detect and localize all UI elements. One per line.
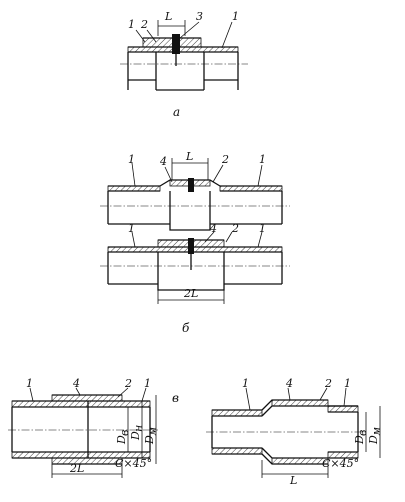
callout-v-2: 2 [124,377,132,390]
figure-b-upper: 1 4 L 2 1 [100,150,290,231]
dim-vr-sub-v: в [356,430,369,436]
callout-b-1b: 1 [259,153,266,166]
callout-a-1b: 1 [232,10,239,23]
dim-v-sub-n: н [132,425,145,432]
figure-a: 1 2 L 3 1 а [120,10,248,119]
callout-bl-1: 1 [128,222,135,235]
callout-b-1: 1 [128,153,135,166]
caption-a: а [173,105,180,119]
callout-v-4: 4 [72,377,80,390]
caption-v: в [172,391,179,405]
dim-v-D: D [115,435,128,445]
figure-v-left: 1 4 2 1 D в D н D м 2L C×45° в [8,377,179,478]
dim-vr-Dm: D [367,435,380,445]
dim-v-chamfer: C×45° [115,457,152,470]
callout-b-2: 2 [221,153,229,166]
callout-vr-1b: 1 [344,377,351,390]
callout-bl-1b: 1 [259,222,266,235]
dim-vr-chamfer: C×45° [322,457,359,470]
callout-a-3: 3 [196,10,203,23]
dim-vr-L: L [289,474,297,487]
figure-v-right: 1 4 2 1 D в D м L C×45° [206,377,383,487]
dim-b-L: L [185,150,193,163]
dim-v-Dn: D [129,431,142,441]
callout-a-1: 1 [128,18,135,31]
caption-b: б [182,321,190,335]
dim-a-L: L [164,10,172,23]
figure-b-lower: 1 4 2 1 2L б [100,222,290,335]
callout-v-1b: 1 [144,377,151,390]
dim-vr-D: D [353,435,366,445]
dim-v-Dm: D [143,435,156,445]
dim-vr-sub-m: м [370,427,383,436]
callout-b-4: 4 [159,155,167,168]
callout-a-2: 2 [140,18,148,31]
dim-v-sub-m: м [146,427,159,436]
callout-vr-4: 4 [285,377,293,390]
dim-v-2L: 2L [69,462,84,475]
dim-b-2L: 2L [183,287,198,300]
dim-v-sub-v: в [118,430,131,436]
callout-bl-2: 2 [231,222,239,235]
callout-bl-4: 4 [209,222,217,235]
callout-vr-1: 1 [242,377,249,390]
callout-vr-2: 2 [324,377,332,390]
callout-v-1: 1 [26,377,33,390]
